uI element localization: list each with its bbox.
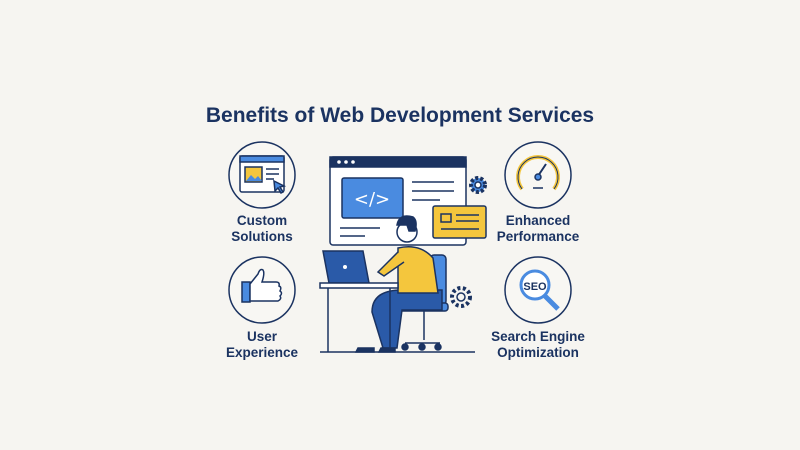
benefit-label-line1: User — [246, 329, 278, 344]
seo-magnifier-icon: SEO — [519, 269, 560, 311]
browser-window: </> — [329, 156, 467, 246]
gear-icon — [469, 176, 487, 194]
desk — [319, 250, 399, 352]
browser-image-cursor-icon — [239, 155, 287, 194]
yellow-card — [432, 205, 487, 239]
benefit-label-line2: Optimization — [497, 345, 579, 360]
benefit-label-line1: Enhanced — [505, 213, 571, 228]
speedometer-icon — [516, 155, 560, 191]
benefit-label-line2: Solutions — [231, 229, 293, 244]
benefit-label-line1: Custom — [236, 213, 288, 228]
seo-text: SEO — [523, 281, 547, 293]
page-title: Benefits of Web Development Services — [205, 104, 595, 127]
code-symbol: </> — [354, 189, 390, 210]
benefit-label-line2: Experience — [225, 345, 299, 360]
gear-outline-icon — [450, 286, 472, 308]
benefit-label-line1: Search Engine — [491, 329, 585, 344]
benefit-label-line2: Performance — [496, 229, 580, 244]
thumbs-up-icon — [241, 268, 283, 303]
